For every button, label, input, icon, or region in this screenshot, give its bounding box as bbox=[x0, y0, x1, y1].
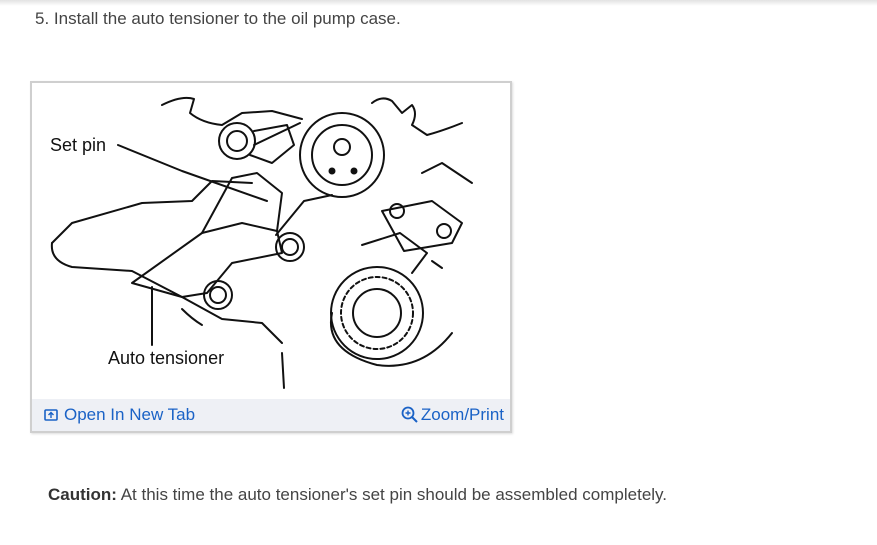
step-instruction: 5. Install the auto tensioner to the oil… bbox=[35, 9, 401, 28]
open-in-new-tab-link[interactable]: Open In New Tab bbox=[44, 405, 195, 425]
auto-tensioner-label: Auto tensioner bbox=[108, 348, 225, 368]
zoom-magnifier-icon bbox=[401, 406, 418, 423]
engine-diagram bbox=[50, 96, 473, 389]
figure-footer: Open In New Tab Zoom/Print bbox=[32, 399, 510, 431]
open-in-new-tab-icon bbox=[44, 409, 58, 421]
open-in-new-tab-label: Open In New Tab bbox=[64, 405, 196, 424]
zoom-print-label: Zoom/Print bbox=[420, 405, 504, 424]
top-shadow-divider bbox=[0, 0, 877, 6]
figure-container: Set pin Auto tensioner Open In New Tab Z… bbox=[30, 81, 512, 433]
zoom-print-link[interactable]: Zoom/Print bbox=[401, 405, 504, 425]
set-pin-label: Set pin bbox=[50, 135, 107, 155]
caution-note: Caution: At this time the auto tensioner… bbox=[48, 485, 667, 505]
caution-label: Caution: bbox=[48, 485, 117, 504]
caution-text: At this time the auto tensioner's set pi… bbox=[116, 485, 668, 504]
